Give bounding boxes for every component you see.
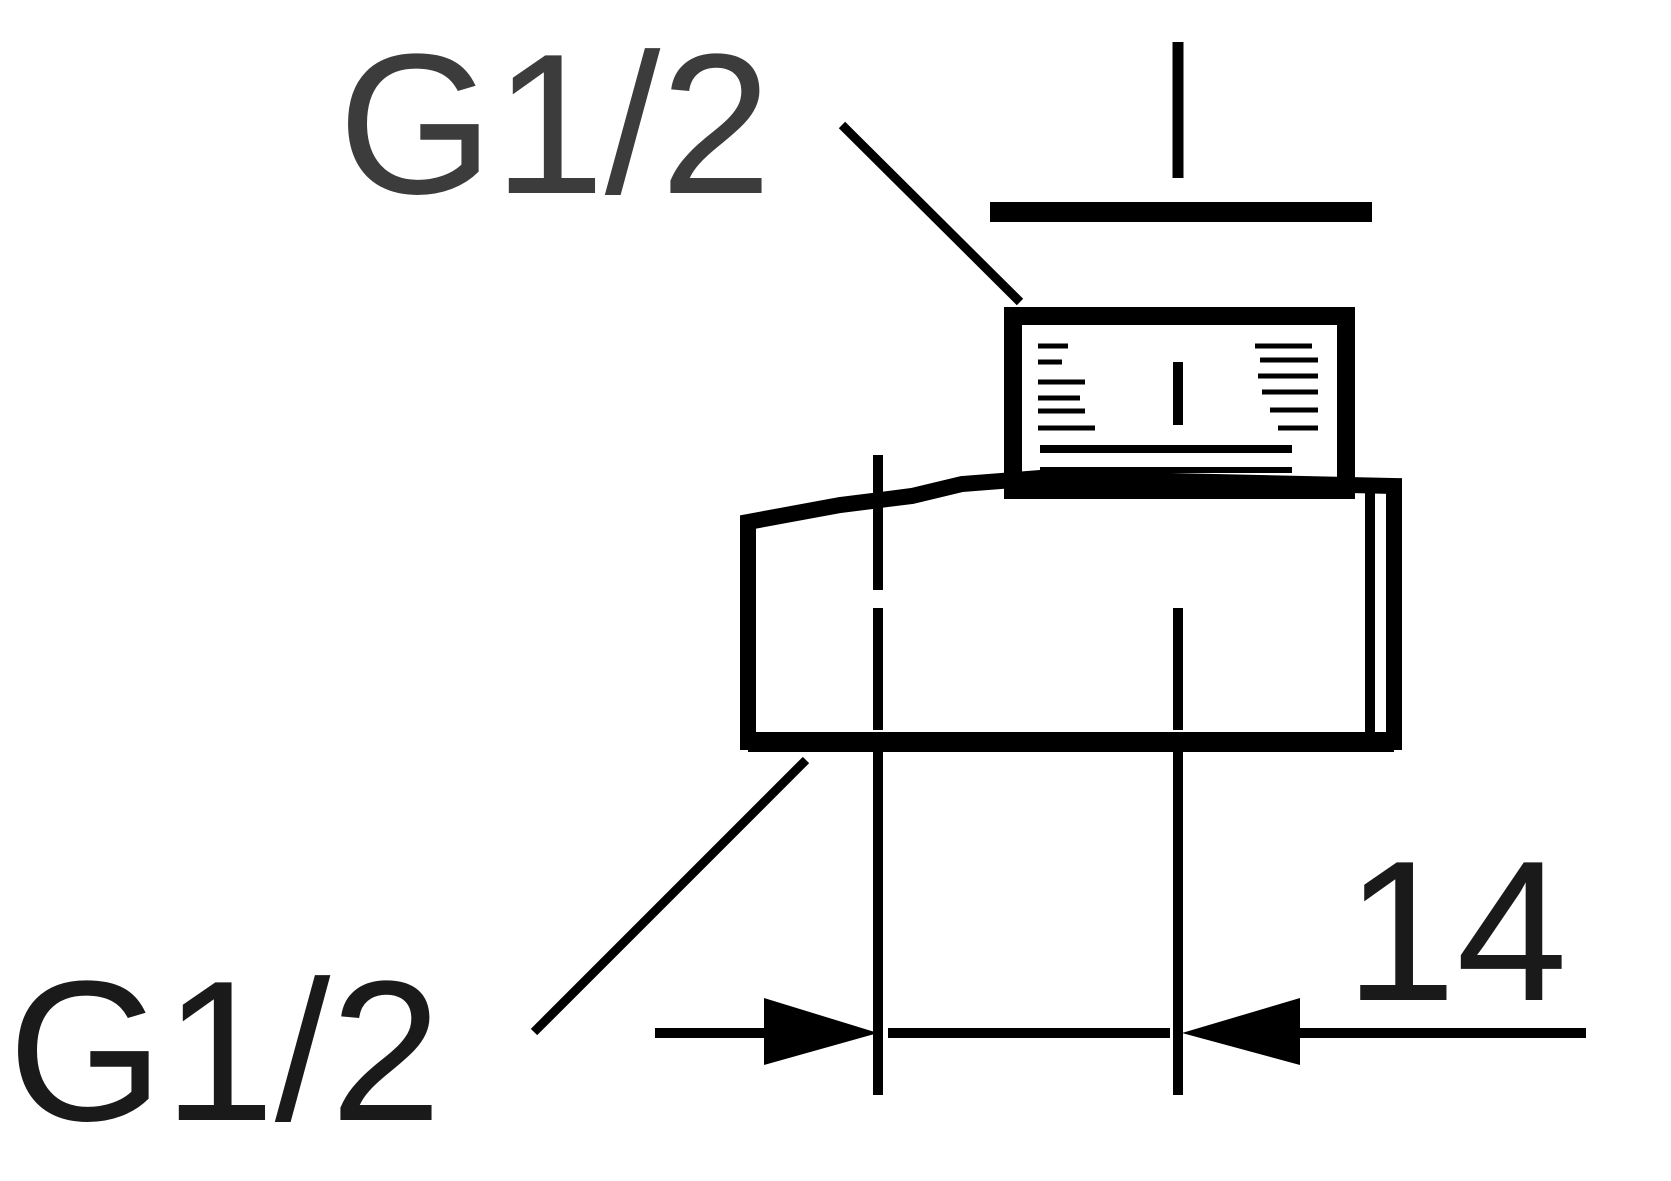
- left-thread-hatches: [1038, 343, 1095, 431]
- top-thread-label: G1/2: [338, 13, 772, 236]
- left-arrowhead: [764, 998, 878, 1065]
- top-thread-leader-line: [838, 121, 1024, 306]
- right-arrowhead: [1182, 998, 1300, 1065]
- dimension-line: [655, 998, 1586, 1065]
- upper-threaded-spigot: [1004, 307, 1355, 499]
- dimension-value-label: 14: [1345, 820, 1567, 1043]
- bottom-thread-leader-line: [530, 756, 810, 1036]
- bottom-thread-label: G1/2: [8, 940, 442, 1163]
- lower-body: [740, 469, 1402, 752]
- right-thread-hatches: [1255, 343, 1318, 431]
